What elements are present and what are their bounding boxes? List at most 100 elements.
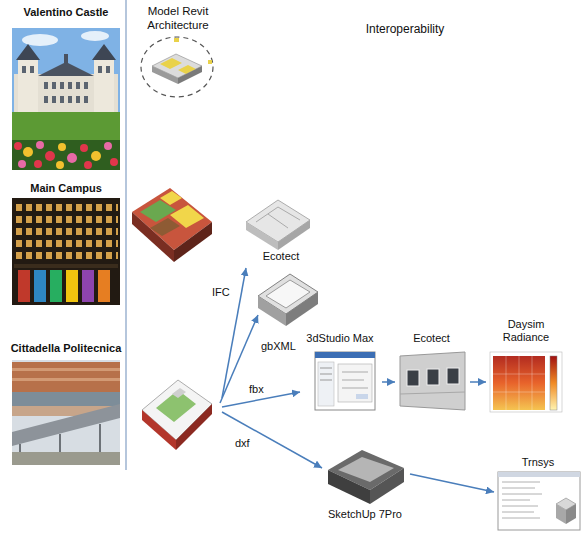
- 3dsmax-screenshot-part: [320, 380, 332, 381]
- cittadella-photo-part: [12, 378, 120, 381]
- castle-photo-part: [106, 66, 110, 73]
- castle-photo-part: [52, 96, 56, 103]
- format-label: IFC: [211, 286, 231, 298]
- campus-photo-part: [12, 198, 120, 305]
- gbxml-model: [258, 274, 318, 326]
- tool-box: Cittadella Politecnica: [10, 338, 222, 468]
- daysim-heatmap-part: [506, 356, 507, 410]
- tool-box: 3dStudio Max: [300, 330, 382, 412]
- column-separator: [126, 0, 127, 470]
- castle-photo-part: [12, 112, 120, 142]
- revit-model-campus-part: [160, 191, 182, 205]
- revit-model-cittadella-part: [142, 410, 176, 450]
- revit-model-castle-part: [152, 66, 178, 84]
- castle-photo-part: [92, 44, 116, 60]
- revit-model-campus-part: [132, 212, 174, 262]
- column-separator-part: [125, 0, 127, 470]
- castle-photo-part: [58, 143, 66, 151]
- castle-photo-part: [80, 144, 88, 152]
- daysim-heatmap-part: [490, 352, 562, 412]
- castle-photo-part: [76, 82, 80, 89]
- ecotect-ifc-model: [246, 200, 310, 250]
- 3dsmax-screenshot: [315, 352, 375, 410]
- tool-box: Daysim Radiance: [486, 316, 566, 414]
- campus-photo-part: [98, 270, 110, 302]
- ecotect-ifc-model-part: [246, 222, 278, 250]
- tool-name: Trnsys: [494, 456, 582, 469]
- trnsys-screenshot-part: [498, 472, 580, 477]
- castle-photo-part: [34, 160, 42, 168]
- trnsys-screenshot-part: [502, 512, 534, 513]
- 3dsmax-screenshot-part: [320, 368, 332, 369]
- 3dsmax-screenshot-part: [342, 372, 368, 373]
- tool-box: Trnsys: [494, 455, 584, 533]
- castle-photo-part: [91, 151, 101, 161]
- daysim-heatmap-part: [493, 392, 545, 393]
- revit-model-cittadella-part: [142, 380, 212, 440]
- annotation-label: Interoperability: [350, 22, 460, 36]
- castle-photo-part: [67, 153, 77, 163]
- castle-photo-part: [16, 44, 40, 60]
- revit-model-castle-part: [208, 60, 212, 64]
- tool-name: Daysim Radiance: [488, 318, 564, 344]
- castle-photo-part: [45, 151, 55, 161]
- campus-photo-part: [66, 270, 78, 302]
- tool-box: Ecotect: [395, 330, 470, 412]
- castle-photo-part: [68, 96, 72, 103]
- revit-model-castle-part: [141, 37, 213, 97]
- castle-photo-part: [12, 28, 120, 170]
- daysim-heatmap-part: [493, 356, 545, 410]
- revit-model-castle-part: [178, 66, 202, 84]
- flow-arrow: [470, 381, 486, 383]
- ecotect-building-model-part: [407, 370, 419, 386]
- trnsys-screenshot-part: [502, 488, 535, 489]
- format-label: dxf: [234, 437, 251, 449]
- annotation-label: gbXML: [261, 339, 305, 353]
- castle-photo-part: [44, 82, 48, 89]
- campus-photo-part: [34, 270, 46, 302]
- 3dsmax-screenshot-part: [356, 394, 368, 399]
- ecotect-ifc-model-part: [278, 220, 310, 250]
- castle-photo-part: [84, 161, 92, 169]
- flow-arrow: [410, 474, 494, 492]
- trnsys-screenshot-part: [502, 506, 538, 507]
- gbxml-model-part: [258, 296, 286, 326]
- 3dsmax-screenshot-part: [338, 364, 372, 402]
- photo-heading: Cittadella Politecnica: [10, 342, 122, 355]
- trnsys-screenshot-part: [498, 472, 580, 530]
- campus-photo-part: [18, 270, 30, 302]
- castle-photo-part: [52, 82, 56, 89]
- trnsys-screenshot: [498, 472, 580, 530]
- 3dsmax-screenshot-part: [342, 388, 368, 389]
- tool-box: Main Campus: [10, 178, 222, 308]
- campus-photo: [12, 198, 120, 305]
- ecotect-building-model-part: [427, 369, 439, 385]
- revit-model-campus-part: [174, 222, 212, 262]
- castle-photo-part: [18, 160, 26, 168]
- photo-heading: Valentino Castle: [10, 6, 122, 19]
- flow-arrow: [222, 412, 322, 468]
- castle-photo-part: [22, 66, 26, 73]
- annotation-label: Model Revit Architecture: [123, 4, 233, 32]
- trnsys-screenshot-part: [566, 504, 576, 524]
- tool-name: Ecotect: [395, 332, 468, 345]
- ecotect-ifc-model-part: [256, 207, 300, 222]
- castle-photo-part: [81, 31, 109, 41]
- castle-photo-part: [98, 66, 102, 73]
- tool-box: Valentino Castle: [10, 4, 222, 174]
- ecotect-ifc-model-part: [268, 214, 288, 228]
- trnsys-screenshot-part: [556, 504, 566, 524]
- castle-photo-part: [56, 161, 64, 169]
- flow-arrow: [382, 381, 395, 383]
- revit-model-cittadella-part: [176, 404, 212, 450]
- castle-photo-part: [84, 96, 88, 103]
- castle-photo-part: [60, 96, 64, 103]
- campus-photo-part: [82, 270, 94, 302]
- castle-photo: [12, 28, 120, 170]
- castle-photo-part: [14, 142, 22, 150]
- revit-model-castle-part: [160, 58, 182, 69]
- tool-name: SketchUp 7Pro: [322, 508, 408, 521]
